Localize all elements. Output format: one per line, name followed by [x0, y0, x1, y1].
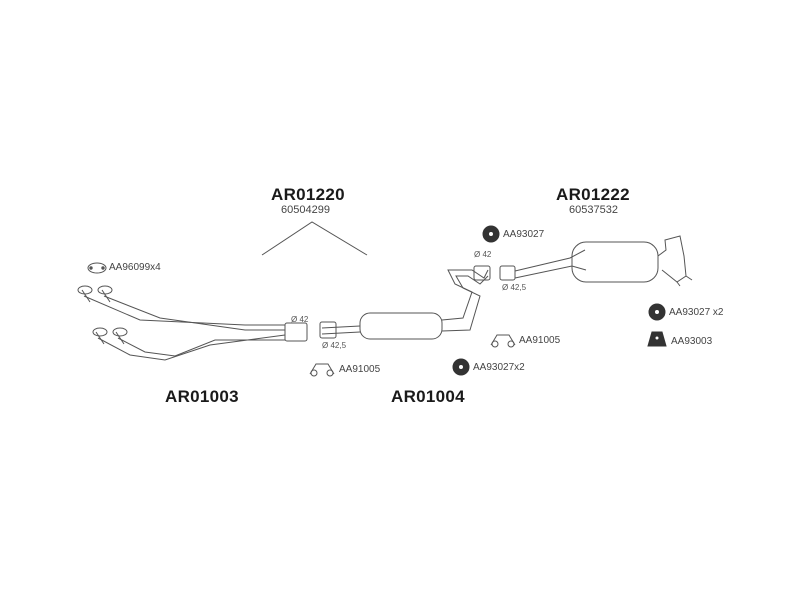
hanger-part-label-mid: AA93027x2	[473, 362, 525, 373]
downpipe-lower-pipe-a	[98, 335, 285, 360]
downpipe-lower-pipe-c	[96, 332, 124, 344]
rear-silencer	[572, 242, 658, 282]
clamp-part-label-1: AA91005	[339, 364, 381, 375]
hanger-icon-mid	[453, 359, 469, 375]
gasket-part-label: AA96099x4	[109, 262, 161, 273]
downpipe-outlet	[285, 323, 307, 341]
ar01222-code: AR01222	[556, 185, 630, 204]
diameter-label-front-425: Ø 42,5	[322, 341, 347, 350]
hanger-icon-rear	[649, 304, 665, 320]
downpipe-upper-pipe-c	[82, 290, 110, 302]
middle-silencer	[360, 313, 442, 339]
hanger-icon-top	[483, 226, 499, 242]
downpipe-upper-pipe-b	[104, 296, 285, 330]
rear-inlet-sleeve	[500, 266, 515, 280]
middle-end-sleeve	[474, 266, 490, 280]
downpipe-flange-2	[98, 286, 112, 294]
downpipe-flange-4	[113, 328, 127, 336]
mount-part-label-rear: AA93003	[671, 336, 713, 347]
downpipe-flange-1	[78, 286, 92, 294]
ar01220-code: AR01220	[271, 185, 345, 204]
middle-inlet-sleeve	[320, 322, 336, 338]
mount-icon-rear	[648, 332, 666, 346]
ar01003-code: AR01003	[165, 387, 239, 406]
ar01220-bracket	[262, 222, 367, 255]
hanger-part-label-top: AA93027	[503, 229, 545, 240]
clamp-part-label-2: AA91005	[519, 335, 561, 346]
clamp-icon-1	[310, 364, 334, 376]
clamp-icon-2	[491, 335, 515, 347]
diameter-label-mid-42: Ø 42	[474, 250, 492, 259]
ar01004-code: AR01004	[391, 387, 465, 406]
diameter-label-rear-425: Ø 42,5	[502, 283, 527, 292]
middle-inlet-pipe	[322, 326, 360, 328]
ar01222-oe-number: 60537532	[569, 204, 618, 216]
diameter-label-front-42: Ø 42	[291, 315, 309, 324]
ar01220-oe-number: 60504299	[281, 204, 330, 216]
rear-pipe	[515, 250, 585, 271]
downpipe-lower-pipe-b	[118, 338, 285, 356]
hanger-part-label-rear: AA93027 x2	[669, 307, 724, 318]
middle-outlet-pipe	[442, 270, 488, 320]
rear-tailpipe	[658, 236, 686, 282]
gasket-icon	[88, 263, 106, 273]
downpipe-flange-3	[93, 328, 107, 336]
